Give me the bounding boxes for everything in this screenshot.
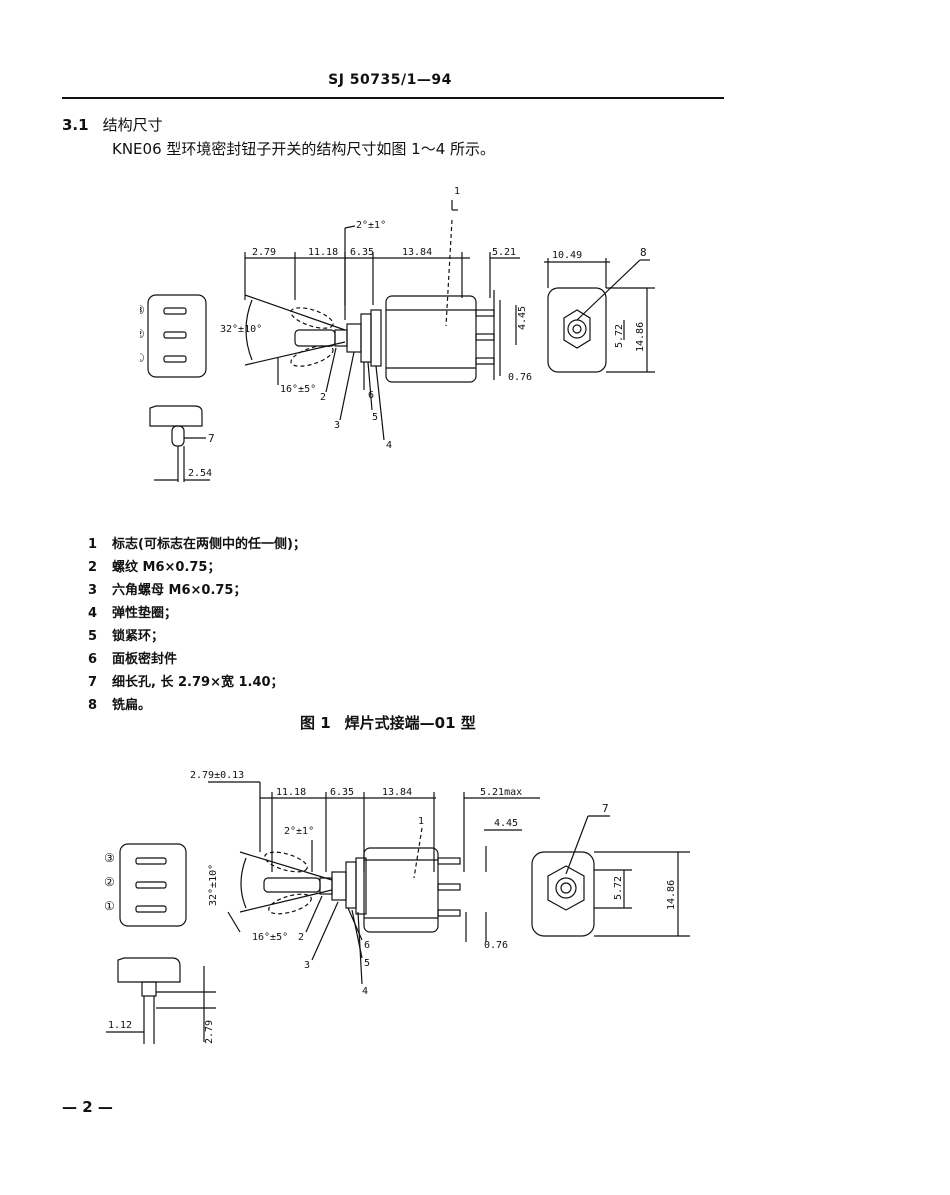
caption-title: 焊片式接端—01 型	[344, 714, 476, 732]
position-3-label: ③	[140, 303, 145, 317]
callout-2: 2	[320, 392, 326, 403]
callout-8: 8	[640, 246, 647, 259]
caption-label: 图 1	[300, 714, 331, 732]
section-heading: 3.1 结构尺寸	[62, 114, 163, 135]
angle-16deg: 16°±5°	[252, 932, 288, 943]
intro-text: KNE06 型环境密封钮子开关的结构尺寸如图 1～4 所示。	[112, 140, 496, 158]
front-view	[531, 851, 595, 937]
dim-13-84: 13.84	[382, 787, 412, 798]
end-view-body	[147, 294, 207, 378]
figure2-drawing: ③ ② ① 1.12 2.79 2.79±0.13 11.18 6.35 13.…	[104, 770, 690, 1044]
position-1-label: ①	[104, 899, 115, 913]
dim-0-76: 0.76	[484, 940, 508, 951]
dim-0-76: 0.76	[508, 372, 532, 383]
callout-1: 1	[418, 816, 424, 827]
dim-5-72: 5.72	[614, 324, 625, 348]
dim-10-49: 10.49	[552, 250, 582, 261]
dim-5-21: 5.21	[492, 247, 516, 258]
dim-2-54: 2.54	[188, 468, 212, 479]
dim-2-79: 2.79	[252, 247, 276, 258]
dim-14-86: 14.86	[666, 880, 677, 910]
position-1-label: ①	[140, 351, 145, 365]
dim-6-35: 6.35	[330, 787, 354, 798]
side-detail-body	[117, 957, 181, 983]
dim-2-79-tol: 2.79±0.13	[190, 770, 244, 781]
figure1-caption: 图 1 焊片式接端—01 型	[300, 712, 476, 733]
document-code: SJ 50735/1—94	[328, 72, 452, 88]
side-detail-body	[149, 405, 203, 427]
angle-32deg: 32°±10°	[220, 324, 262, 335]
callout-1: 1	[454, 186, 460, 197]
switch-body	[385, 295, 477, 383]
angle-16deg: 16°±5°	[280, 384, 316, 395]
front-view	[547, 287, 607, 373]
callout-6: 6	[368, 390, 374, 401]
callout-7: 7	[602, 802, 609, 815]
position-2-label: ②	[140, 327, 145, 341]
dim-11-18: 11.18	[276, 787, 306, 798]
angle-2deg: 2°±1°	[356, 220, 386, 231]
dim-2-79b: 2.79	[204, 1020, 215, 1044]
dim-1-12: 1.12	[108, 1020, 132, 1031]
dim-11-18: 11.18	[308, 247, 338, 258]
dim-5-72: 5.72	[613, 876, 624, 900]
section-number: 3.1	[62, 116, 89, 134]
page-number: — 2 —	[62, 1098, 113, 1116]
dim-5-21max: 5.21max	[480, 787, 522, 798]
callout-3: 3	[334, 420, 340, 431]
dim-6-35: 6.35	[350, 247, 374, 258]
callout-3: 3	[304, 960, 310, 971]
dim-13-84: 13.84	[402, 247, 432, 258]
callout-2: 2	[298, 932, 304, 943]
callout-5: 5	[364, 958, 370, 969]
callout-7: 7	[208, 432, 215, 445]
dim-14-86: 14.86	[635, 322, 646, 352]
dim-4-45: 4.45	[494, 818, 518, 829]
dim-4-45: 4.45	[517, 306, 528, 330]
header-rule	[62, 97, 724, 99]
callout-4: 4	[386, 440, 392, 451]
callout-6: 6	[364, 940, 370, 951]
position-2-label: ②	[104, 875, 115, 889]
end-view-body	[119, 843, 187, 927]
position-3-label: ③	[104, 851, 115, 865]
section-title: 结构尺寸	[102, 116, 163, 134]
angle-32deg: 32°±10°	[208, 864, 219, 906]
figure1-drawing: ③ ② ① 7 2.54 2.79 11.18 6.35 13.84 5.21 …	[140, 186, 655, 482]
callout-4: 4	[362, 986, 368, 997]
angle-2deg: 2°±1°	[284, 826, 314, 837]
callout-5: 5	[372, 412, 378, 423]
